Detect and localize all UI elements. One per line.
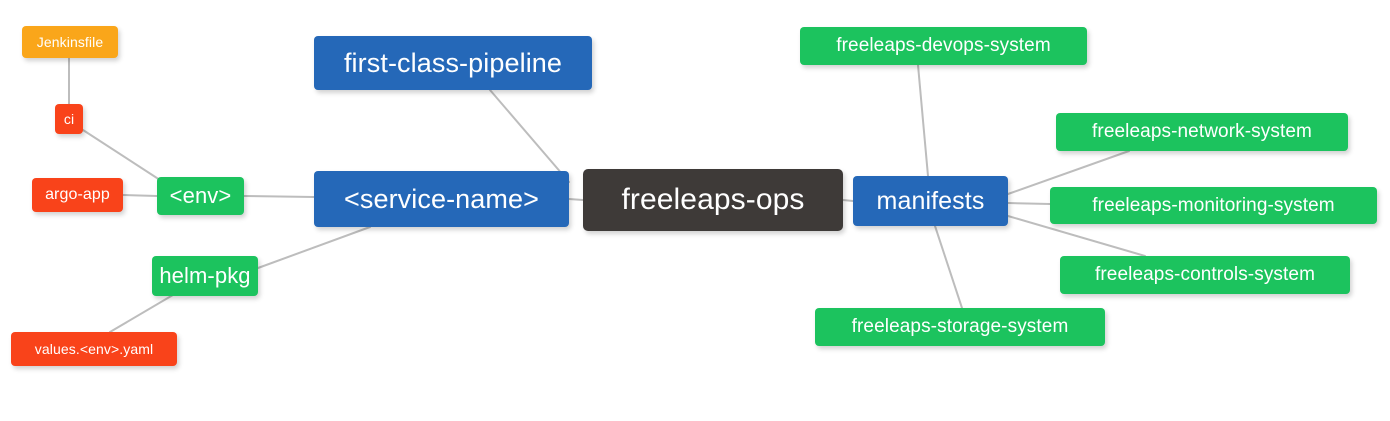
node-env[interactable]: <env> (157, 177, 244, 215)
edge-manifests-to-freeleaps-storage-system (934, 225, 963, 309)
edge-service-name-to-helm-pkg (257, 226, 371, 269)
node-manifests[interactable]: manifests (853, 176, 1008, 226)
node-jenkinsfile[interactable]: Jenkinsfile (22, 26, 118, 58)
node-freeleaps-monitoring-system[interactable]: freeleaps-monitoring-system (1050, 187, 1377, 224)
edge-service-name-to-first-class-pipeline (489, 89, 570, 183)
node-values-yaml[interactable]: values.<env>.yaml (11, 332, 177, 366)
edge-env-to-argo-app (122, 194, 158, 197)
edge-env-to-ci (82, 129, 161, 181)
node-freeleaps-controls-system[interactable]: freeleaps-controls-system (1060, 256, 1350, 294)
node-helm-pkg[interactable]: helm-pkg (152, 256, 258, 296)
node-freeleaps-network-system[interactable]: freeleaps-network-system (1056, 113, 1348, 151)
edge-manifests-to-freeleaps-monitoring-system (1007, 202, 1051, 205)
node-ci[interactable]: ci (55, 104, 83, 134)
edge-service-name-to-env (243, 195, 315, 198)
edge-manifests-to-freeleaps-devops-system (917, 64, 929, 177)
edge-helm-pkg-to-values-yaml (109, 291, 179, 333)
node-argo-app[interactable]: argo-app (32, 178, 123, 212)
node-first-class-pipeline[interactable]: first-class-pipeline (314, 36, 592, 90)
node-service-name[interactable]: <service-name> (314, 171, 569, 227)
node-freeleaps-devops-system[interactable]: freeleaps-devops-system (800, 27, 1087, 65)
node-freeleaps-storage-system[interactable]: freeleaps-storage-system (815, 308, 1105, 346)
edge-root-to-service-name (568, 198, 584, 201)
edge-root-to-manifests (842, 199, 854, 202)
node-root[interactable]: freeleaps-ops (583, 169, 843, 231)
